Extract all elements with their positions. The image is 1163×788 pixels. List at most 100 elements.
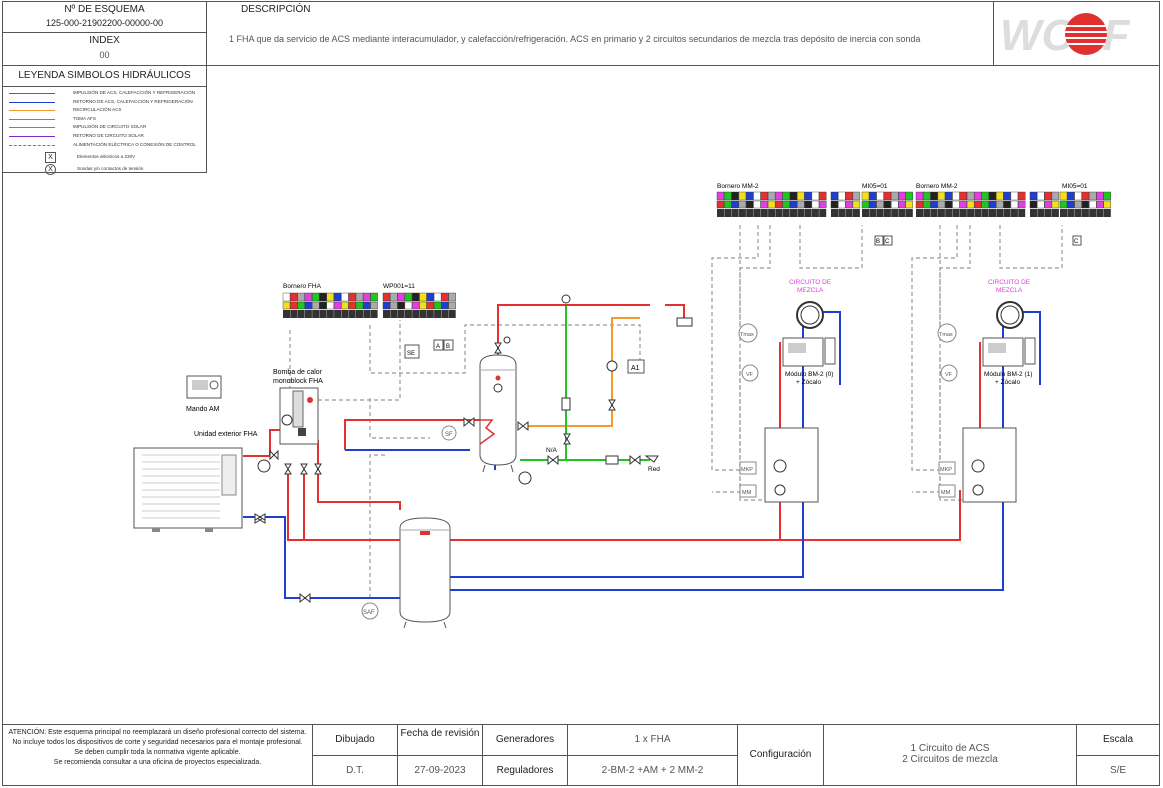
terminal-strips (282, 191, 1112, 318)
terminal-block (797, 191, 805, 201)
terminal-block (838, 200, 846, 209)
terminal-block (945, 191, 953, 201)
terminal-block (861, 200, 870, 209)
sensor-mm-0: MM (742, 490, 752, 496)
terminal-screw (989, 209, 996, 217)
terminal-block (760, 200, 768, 209)
sensor-sf: SF (445, 432, 453, 438)
terminal-block (1103, 191, 1112, 201)
terminal-block (1051, 191, 1060, 201)
terminal-screw (397, 310, 405, 318)
logo-cell: WOLF (993, 1, 1160, 66)
index-label: INDEX (89, 35, 120, 46)
terminal-block (448, 292, 456, 302)
thermometer (503, 336, 511, 344)
terminal-block (290, 301, 298, 310)
terminal-screw (1081, 209, 1089, 217)
terminal-block (370, 292, 378, 302)
terminal-block (1081, 191, 1090, 201)
terminal-block (731, 200, 739, 209)
sensor-mm-1: MM (941, 490, 951, 496)
mi05-left-label: MI05=01 (862, 183, 888, 190)
circuit-1-title-1: CIRCUITO DE (988, 279, 1031, 286)
terminal-screw (448, 310, 456, 318)
terminal-block (716, 191, 725, 201)
terminal-screw (290, 310, 298, 318)
terminal-block (981, 200, 989, 209)
terminal-block (753, 200, 761, 209)
recirculation-pump (606, 360, 618, 372)
terminal-block (1074, 200, 1082, 209)
terminal-block (716, 200, 725, 209)
terminal-block (731, 191, 739, 201)
terminal-block (412, 301, 420, 310)
terminal-block (382, 301, 391, 310)
terminal-screw (869, 209, 877, 217)
terminal-screw (916, 209, 923, 217)
terminal-screw (945, 209, 953, 217)
terminal-screw (412, 310, 420, 318)
terminal-block (876, 191, 884, 201)
legend-symbol-label: Sondas y/o contactos de tensión (77, 166, 144, 171)
dhw-cylinder (479, 354, 517, 473)
terminal-block (952, 200, 960, 209)
legend-item-label: ALIMENTACIÓN ELÉCTRICA O CONEXIÓN DE CON… (73, 141, 196, 147)
terminal-block (1088, 200, 1097, 209)
generadores-label: Generadores (482, 724, 568, 756)
legend-item: RETORNO DE ACS, CALEFACCIÓN Y REFRIGERAC… (7, 99, 205, 107)
terminal-screw (383, 310, 390, 318)
recirculation-pipes (528, 317, 640, 427)
terminal-block (923, 191, 931, 201)
circuit-0-title-2: MEZCLA (797, 287, 824, 294)
dibujado-label: Dibujado (312, 724, 398, 756)
terminal-block (819, 191, 827, 201)
terminal-block (782, 191, 790, 201)
terminal-screw (297, 310, 305, 318)
terminal-block (959, 191, 967, 201)
terminal-screw (845, 209, 853, 217)
terminal-screw (356, 310, 363, 318)
sensor-mkp-0: MKP (741, 467, 753, 473)
terminal-block (419, 301, 427, 310)
legend-item: IMPULSIÓN DE CIRCUITO SOLAR (7, 124, 205, 132)
terminal-block (789, 200, 798, 209)
legend-item-label: IMPULSIÓN DE ACS, CALEFACCIÓN Y REFRIGER… (73, 90, 196, 95)
schema-number: 125-000-21902200-00000-00 (45, 18, 164, 28)
terminal-block (1029, 191, 1038, 201)
tag-a1: A1 (631, 365, 640, 372)
legend-line-swatch (9, 144, 55, 146)
mixing-valve-acs (561, 294, 571, 304)
terminal-screw (862, 209, 869, 217)
terminal-block (333, 301, 342, 310)
terminal-screw (974, 209, 982, 217)
legend-item-label: IMPULSIÓN DE CIRCUITO SOLAR (73, 124, 147, 130)
tag-a: A (436, 344, 440, 350)
terminal-screw (923, 209, 931, 217)
filter (605, 455, 619, 465)
terminal-block (426, 292, 434, 302)
escala-value: S/E (1076, 755, 1160, 786)
terminal-block (1044, 200, 1052, 209)
terminal-screw (1074, 209, 1082, 217)
terminal-block (326, 301, 334, 310)
terminal-screw (760, 209, 768, 217)
terminal-block (738, 191, 747, 201)
terminal-block (397, 301, 405, 310)
module-0-zocalo: + Zócalo (796, 379, 821, 386)
terminal-block (883, 191, 892, 201)
terminal-block (811, 191, 820, 201)
sensor-tmax-1: Tmax (939, 332, 953, 338)
tag-c-left: C (885, 239, 890, 245)
legend-line-swatch (9, 118, 55, 120)
terminal-block (830, 191, 839, 201)
terminal-screw (819, 209, 827, 217)
terminal-block (988, 191, 997, 201)
terminal-screw (883, 209, 891, 217)
terminal-block (390, 301, 398, 310)
legend-circle-symbol: X (45, 164, 56, 175)
terminal-screw (441, 310, 449, 318)
terminal-block (1088, 191, 1097, 201)
terminal-block (838, 191, 846, 201)
faucet-icon (644, 455, 659, 463)
